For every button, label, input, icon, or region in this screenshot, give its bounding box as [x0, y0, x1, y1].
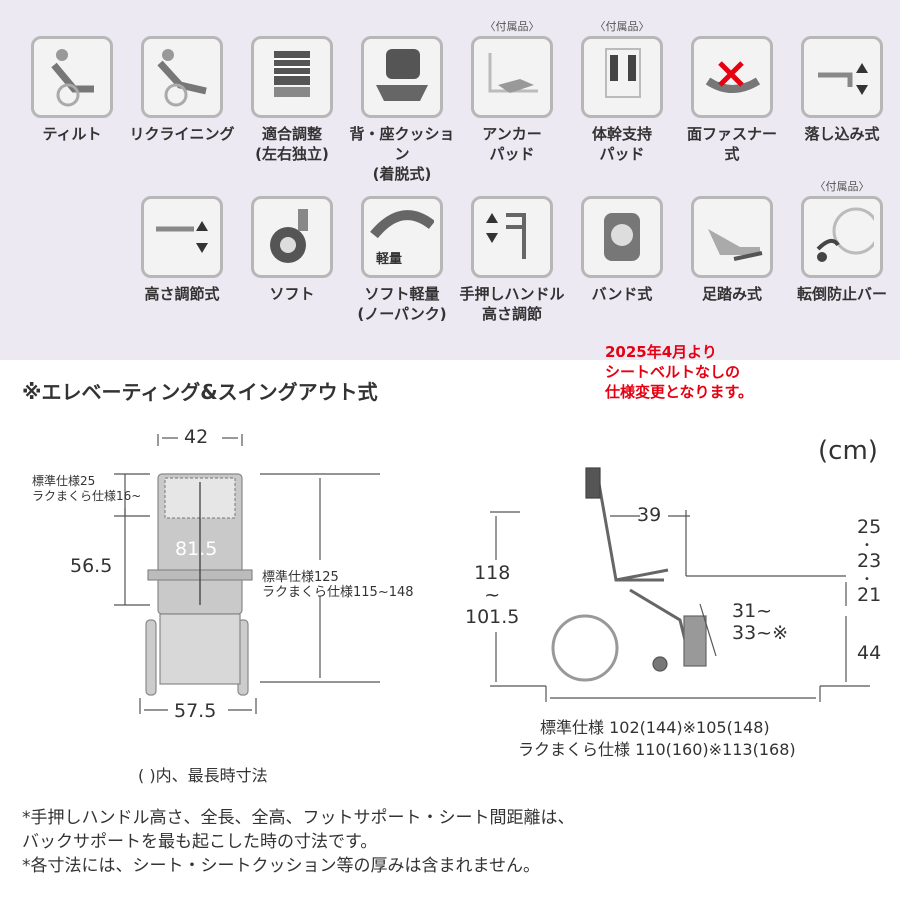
dim-seat-height: 56.5 [70, 555, 113, 577]
footnotes: *手押しハンドル高さ、全長、全高、フットサポート・シート間距離は、 バックサポー… [22, 808, 575, 876]
dim-total-height: 標準仕様125 ラクまくら仕様115~148 [262, 570, 414, 600]
dim-back-height: 81.5 [175, 538, 218, 560]
feature-anti-tip: 〈付属品〉 転倒防止バー [796, 180, 887, 303]
feature-band: バンド式 [567, 196, 677, 304]
feature-velcro: 面ファスナー 式 [677, 36, 787, 164]
feature-foot-brake: 足踏み式 [677, 196, 787, 304]
dim-right-mid: 23 [857, 550, 882, 572]
feature-light-tire: 軽量 ソフト軽量 (ノーパンク) [347, 196, 457, 324]
paren-note: ( )内、最長時寸法 [138, 766, 268, 785]
feature-tilt: ティルト [17, 36, 127, 144]
front-left-wheel [145, 619, 157, 696]
dim-side-height: 118 ~ 101.5 [465, 562, 520, 628]
dim-head-spec: 標準仕様25 ラクまくら仕様16~ [32, 474, 142, 503]
feature-reclining: リクライニング [127, 36, 237, 144]
feature-handle-height: 手押しハンドル 高さ調節 [457, 196, 567, 324]
dim-width-bottom: 57.5 [174, 700, 217, 722]
dimension-drawing [114, 434, 870, 714]
dim-length-standard: 標準仕様 102(144)※105(148) [540, 718, 770, 737]
dim-right-low: 21 [857, 584, 882, 606]
feature-soft-tire: ソフト [237, 196, 347, 304]
light-badge-text: 軽量 [376, 251, 402, 267]
spec-change-notice: 2025年4月より シートベルトなしの 仕様変更となります。 [605, 343, 754, 401]
feature-height-adjust: 高さ調節式 [127, 196, 237, 304]
unit-label: (cm) [818, 436, 878, 466]
feature-drop-in: 落し込み式 [787, 36, 897, 144]
section-title: ※エレベーティング&スイングアウト式 [22, 380, 378, 404]
dot-1: • [864, 540, 870, 551]
dot-2: • [864, 574, 870, 585]
dim-length-rakumakura: ラクまくら仕様 110(160)※113(168) [518, 740, 796, 759]
feature-cushion: 背・座クッション (着脱式) [347, 36, 457, 184]
feature-fit-adjust: 適合調整 (左右独立) [237, 36, 347, 164]
dim-width-top: 42 [184, 426, 209, 448]
dim-right-top: 25 [857, 516, 882, 538]
dim-leg: 31~ 33~※ [732, 600, 789, 644]
dim-right-bottom: 44 [857, 642, 882, 664]
feature-trunk-pad: 〈付属品〉 体幹支持 パッド [567, 20, 677, 164]
dim-side-depth: 39 [637, 504, 662, 526]
feature-anchor-pad: 〈付属品〉 アンカー パッド [457, 20, 567, 164]
